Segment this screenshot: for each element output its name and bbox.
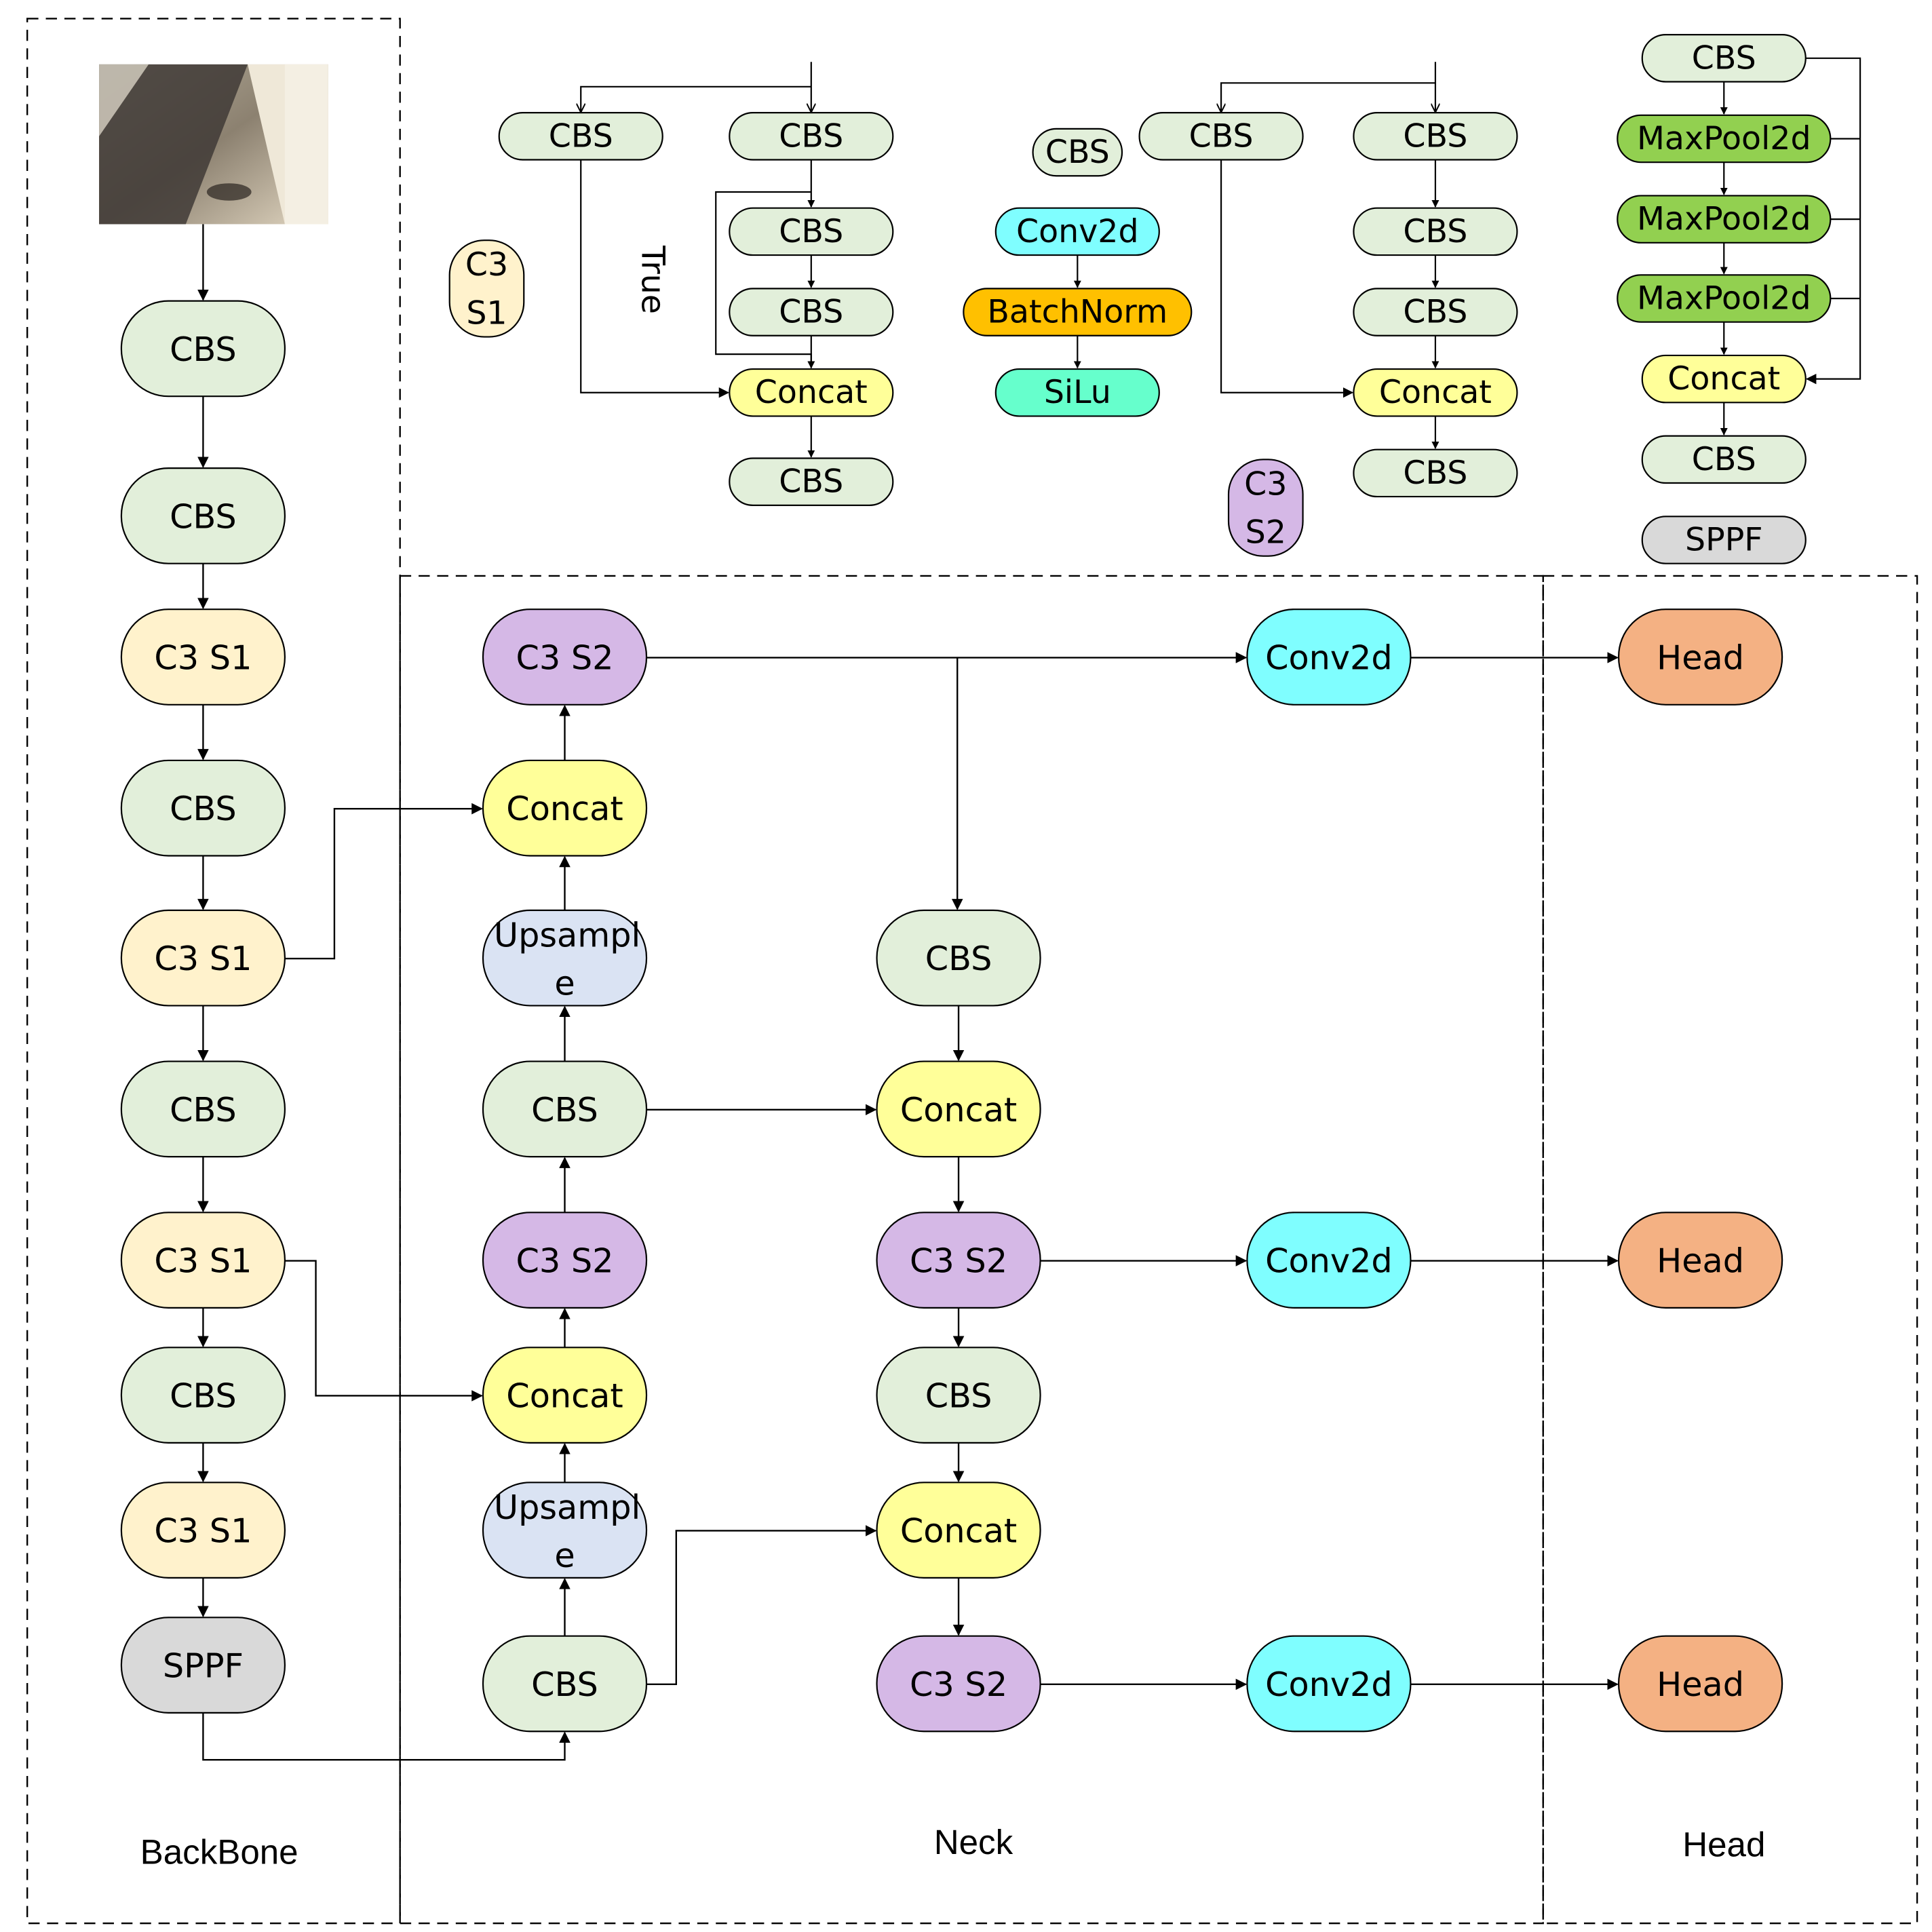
bb-cbs-5-label: CBS [170,1376,237,1415]
head-column: Head Head Head [1618,608,1783,1733]
legend-sppf-tag-label: SPPF [1685,521,1763,558]
legend-c3s2-cbs-left-label: CBS [1189,117,1254,155]
legend-sppf-concat-label: Concat [1667,360,1780,398]
nk-concat-1-label: Concat [506,789,623,828]
hd-head-2-label: Head [1657,1241,1744,1281]
legend-c3s1-cbs-right-label: CBS [779,117,843,155]
backbone-label: BackBone [140,1833,298,1872]
nk-upsample-1-label-b: e [554,964,575,1003]
hd-head-3-label: Head [1657,1665,1744,1704]
legend-c3s1-cbs-left-label: CBS [549,117,613,155]
nk-cbs-2-label: CBS [531,1665,598,1704]
legend-c3s1-concat-label: Concat [755,374,868,411]
legend-cbs-silu-label: SiLu [1044,374,1111,411]
nk-conv2d-3-label: Conv2d [1265,1665,1393,1704]
nk-conv2d-2-label: Conv2d [1265,1241,1393,1281]
legend-c3s2-cbs-out-label: CBS [1403,455,1467,492]
legend-sppf-cbs-out [1641,435,1807,484]
nk-c3s2-mid-label: C3 S2 [516,1241,613,1281]
legend-c3s1-cbs-out-label: CBS [779,463,843,501]
legend-cbs: CBS Conv2d BatchNorm SiLu [963,128,1193,417]
legend-c3s2-cbs-3-label: CBS [1403,294,1467,331]
bb-cbs-1-label: CBS [170,330,237,369]
neck-right-column: CBS Concat C3 S2 CBS Concat C3 S2 [876,909,1041,1733]
nk-r-concat-1-label: Concat [900,1090,1017,1129]
legend-cbs-silu [994,368,1160,417]
nk-upsample-2-label-b: e [554,1536,575,1575]
legend-cbs-batchnorm-label: BatchNorm [987,294,1167,331]
nk-r-c3s2-1-label: C3 S2 [910,1241,1007,1281]
legend-sppf-tag [1641,516,1807,564]
backbone-column: CBS CBS C3 S1 CBS C3 S1 CBS C3 S1 CBS C3… [120,300,286,1714]
hd-head-1-label: Head [1657,638,1744,677]
backbone-frame [26,18,401,1925]
legend-sppf-cbs-out-label: CBS [1692,441,1756,478]
legend-c3s1-tag [448,239,525,338]
legend-c3s1-tag-b: S1 [466,294,507,332]
bb-c3s1-4-label: C3 S1 [154,1511,252,1550]
legend-sppf-maxpool-2-label: MaxPool2d [1637,201,1811,238]
legend-c3s2-cbs-out [1353,448,1518,498]
hd-head-1 [1618,608,1783,706]
nk-cbs-1-label: CBS [531,1090,598,1129]
conv2d-column: Conv2d Conv2d Conv2d [1246,608,1412,1733]
hd-head-3 [1618,1635,1783,1733]
legend-c3s1-cbs-3-label: CBS [779,294,843,331]
head-frame [1542,575,1918,1925]
legend-c3s2-arrows [1221,62,1435,449]
legend-c3s1-tag-a: C3 [465,246,508,284]
bb-cbs-4-label: CBS [170,1090,237,1129]
legend-sppf-maxpool-3-label: MaxPool2d [1637,279,1811,317]
legend-sppf-cbs-in-label: CBS [1692,39,1756,77]
legend-c3s1-true-label: True [634,245,672,314]
head-label: Head [1682,1825,1765,1864]
section-frames [26,18,1918,1925]
bb-sppf-label: SPPF [163,1646,244,1685]
bb-cbs-2-label: CBS [170,497,237,536]
legend-c3s1: C3 S1 True CBS CBS CBS CBS Concat CBS [448,62,894,506]
legend-cbs-tag-label: CBS [1045,134,1110,171]
nk-upsample-1-label-a: Upsampl [494,915,640,954]
legend-c3s2-tag-a: C3 [1244,465,1287,503]
legend-sppf-arrows [1720,57,1861,436]
nk-r-concat-2-label: Concat [900,1511,1017,1550]
hd-head-2 [1618,1212,1783,1309]
nk-r-c3s2-2-label: C3 S2 [910,1665,1007,1704]
nk-r-cbs-1-label: CBS [925,939,992,978]
legend-c3s2-cbs-2-label: CBS [1403,213,1467,250]
bb-c3s1-3-label: C3 S1 [154,1241,252,1281]
nk-conv2d-1-label: Conv2d [1265,638,1393,677]
legend-cbs-conv2d-label: Conv2d [1016,213,1139,250]
nk-upsample-2-label-a: Upsampl [494,1488,640,1527]
legend-cbs-tag [1032,128,1123,177]
legend-sppf-maxpool-1-label: MaxPool2d [1637,120,1811,157]
bb-c3s1-2-label: C3 S1 [154,939,252,978]
legend-c3s2-tag [1227,459,1304,557]
nk-concat-2-label: Concat [506,1376,623,1415]
bb-c3s1-1-label: C3 S1 [154,638,252,677]
legend-c3s1-cbs-2-label: CBS [779,213,843,250]
legend-c3s1-cbs-out [729,457,894,506]
legend-c3s2-tag-b: S2 [1245,514,1286,552]
legend-c3s2-concat-label: Concat [1379,374,1492,411]
legend-c3s2: C3 S2 CBS CBS CBS CBS Concat CBS [1138,62,1518,557]
legend-c3s1-arrows [581,62,811,458]
nk-r-cbs-2-label: CBS [925,1376,992,1415]
neck-left-column: C3 S2 Concat Upsampl e CBS C3 S2 Concat … [482,608,648,1733]
nk-c3s2-top-label: C3 S2 [516,638,613,677]
input-photo [99,64,328,225]
legend-sppf: CBS MaxPool2d MaxPool2d MaxPool2d Concat… [1617,34,1861,564]
neck-label: Neck [934,1823,1013,1861]
legend-c3s2-cbs-right-label: CBS [1403,117,1467,155]
network-connections [202,652,1619,1761]
bb-cbs-3-label: CBS [170,789,237,828]
